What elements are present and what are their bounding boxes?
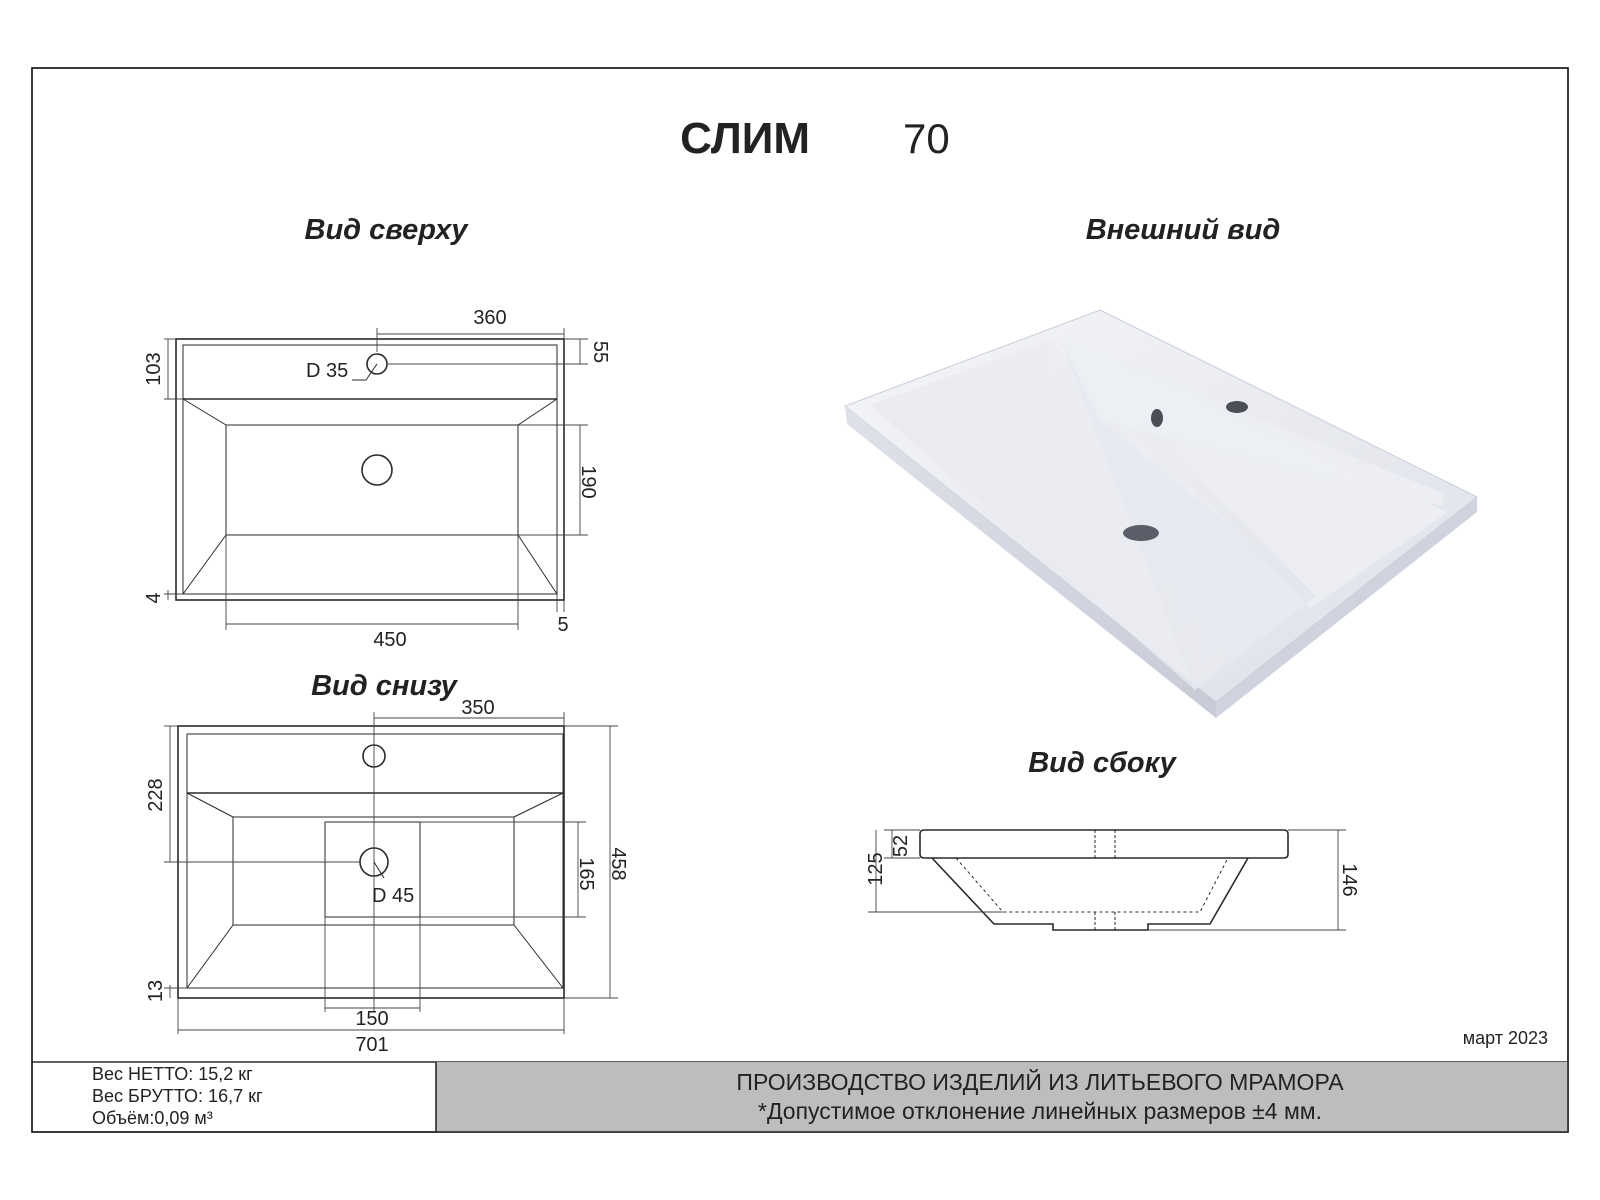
faucet-hole-render	[1151, 409, 1163, 427]
drain-hole-top	[361, 454, 393, 486]
dim-125: 125	[865, 852, 887, 885]
dim-146: 146	[1338, 863, 1360, 896]
dim-190: 190	[577, 465, 599, 498]
heading-top-view: Вид сверху	[305, 214, 470, 246]
bottom-view-drawing	[164, 712, 618, 1034]
footer-banner	[436, 1062, 1568, 1132]
dim-165: 165	[575, 857, 597, 890]
spec-gross-weight: Вес БРУТТО: 16,7 кг	[92, 1086, 263, 1106]
product-name: СЛИМ	[680, 114, 810, 163]
dim-450: 450	[373, 629, 406, 651]
drain-pad	[324, 821, 421, 918]
drawing-date: март 2023	[1463, 1028, 1548, 1048]
spec-net-weight: Вес НЕТТО: 15,2 кг	[92, 1064, 253, 1084]
product-size: 70	[903, 115, 950, 162]
dim-13: 13	[145, 980, 167, 1002]
heading-exterior-view: Внешний вид	[1086, 214, 1281, 246]
heading-bottom-view: Вид снизу	[311, 670, 459, 702]
dim-350: 350	[461, 697, 494, 719]
sink-render	[844, 309, 1478, 718]
dim-hole-d35: D 35	[306, 360, 348, 382]
dim-55: 55	[589, 341, 611, 363]
dim-4: 4	[143, 592, 165, 603]
dim-103: 103	[143, 352, 165, 385]
top-view-drawing	[164, 328, 588, 630]
dim-hole-d45: D 45	[372, 885, 414, 907]
banner-line-1: ПРОИЗВОДСТВО ИЗДЕЛИЙ ИЗ ЛИТЬЕВОГО МРАМОР…	[736, 1068, 1344, 1095]
dim-5: 5	[557, 614, 568, 636]
dim-458: 458	[607, 847, 629, 880]
spec-volume: Объём:0,09 м³	[92, 1108, 213, 1128]
dim-701: 701	[355, 1034, 388, 1056]
heading-side-view: Вид сбоку	[1028, 747, 1177, 779]
drain-hole-render	[1123, 525, 1159, 541]
dim-228: 228	[145, 778, 167, 811]
dim-52: 52	[890, 835, 912, 857]
banner-line-2: *Допустимое отклонение линейных размеров…	[758, 1098, 1322, 1124]
side-view-drawing	[868, 829, 1346, 931]
overflow-hole-render	[1226, 401, 1248, 413]
dim-360: 360	[473, 307, 506, 329]
dim-150: 150	[355, 1008, 388, 1030]
